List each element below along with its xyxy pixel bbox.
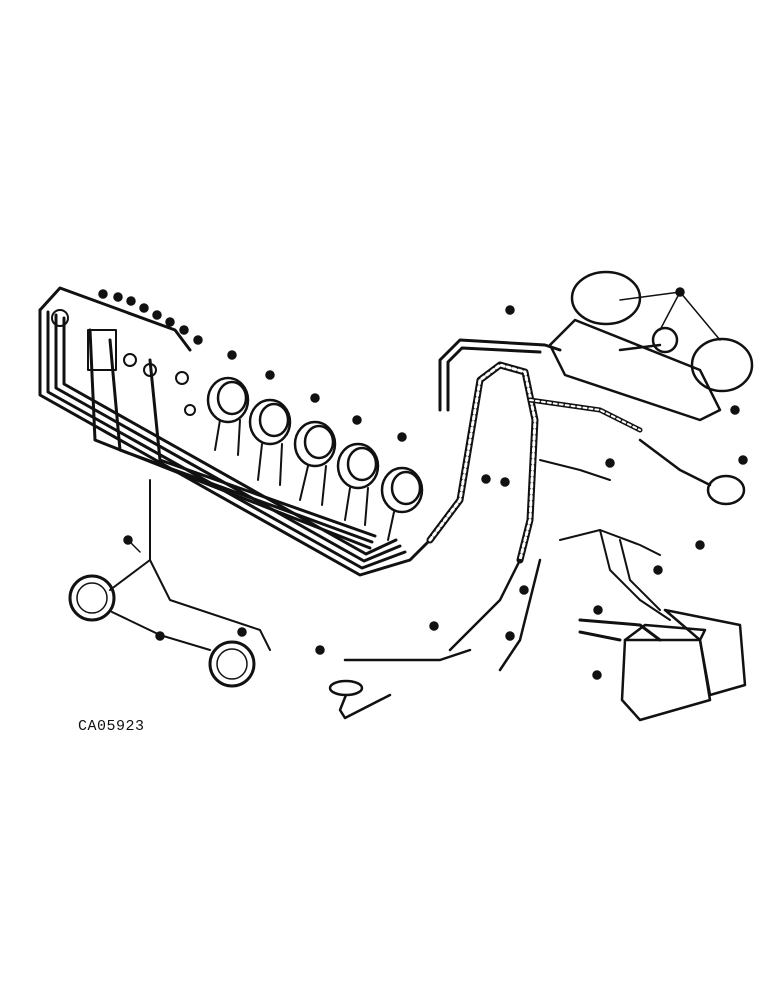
round-sender: [638, 438, 746, 506]
battery-cables: [578, 618, 662, 642]
gauge-1: [206, 376, 250, 424]
front-lamp-left: [68, 574, 116, 622]
figure-reference-code: CA05923: [78, 718, 145, 735]
gauge-4: [336, 442, 380, 490]
floodlight-right: [690, 337, 754, 393]
fuel-sender: [328, 679, 392, 720]
front-lamp-wires: [109, 479, 271, 651]
gauge-3: [293, 420, 337, 468]
right-branch-wires: [539, 459, 671, 621]
gauge-5: [380, 466, 424, 514]
front-lamp-right: [208, 640, 256, 688]
floodlight-small: [651, 326, 679, 354]
battery-front: [620, 623, 712, 722]
battery-rear: [663, 608, 747, 697]
instrument-panel-harness: [38, 286, 432, 577]
callout-balloons: [98, 287, 748, 680]
lower-harness: [343, 558, 542, 672]
gauge-wires: [214, 419, 395, 541]
panel-switches: [51, 309, 196, 416]
main-harness: [426, 361, 643, 564]
gauge-2: [248, 398, 292, 446]
